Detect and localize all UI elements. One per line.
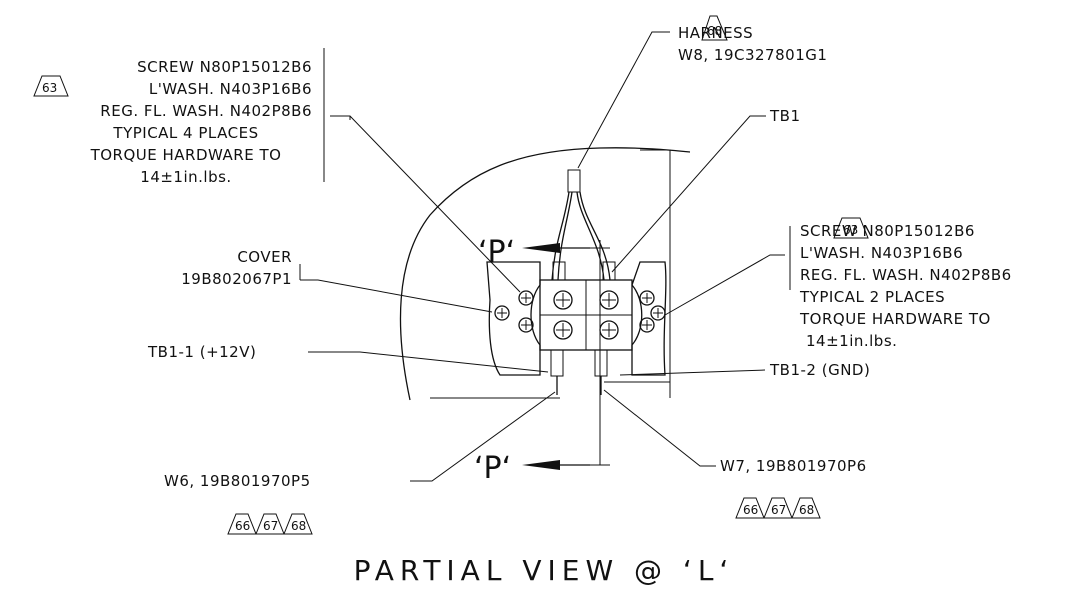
w6-label: W6, 19B801970P5 — [164, 472, 311, 490]
outline-geometry — [399, 147, 691, 401]
w7-rev-1: 66 — [743, 503, 758, 517]
w7-label: W7, 19B801970P6 — [720, 457, 867, 475]
leader-lines — [299, 31, 791, 482]
screw-note-left: 63 SCREW N80P15012B6 L'WASH. N403P16B6 R… — [42, 58, 312, 186]
screw-note-left-line-4: TYPICAL 4 PLACES — [112, 124, 258, 142]
screw-note-right-line-6: 14±1in.lbs. — [806, 332, 897, 350]
harness-label: HARNESS — [678, 24, 753, 42]
section-mark-top: ‘P‘ — [478, 235, 515, 270]
screw-note-right-line-3: REG. FL. WASH. N402P8B6 — [800, 266, 1012, 284]
harness-rev-number: 68 — [707, 24, 722, 38]
view-title: PARTIAL VIEW @ ‘L‘ — [354, 554, 735, 587]
tb1-label: TB1 — [769, 107, 801, 125]
harness-wires — [550, 169, 616, 395]
w6-rev-2: 67 — [263, 519, 278, 533]
screw-note-right-line-4: TYPICAL 2 PLACES — [799, 288, 945, 306]
tb1-1-label: TB1-1 (+12V) — [147, 343, 256, 361]
screw-note-left-line-2: L'WASH. N403P16B6 — [149, 80, 312, 98]
screw-note-right-line-5: TORQUE HARDWARE TO — [799, 310, 991, 328]
w7-rev-2: 67 — [771, 503, 786, 517]
w6-rev-1: 66 — [235, 519, 250, 533]
cover-label: COVER — [237, 248, 292, 266]
section-line — [522, 240, 610, 470]
cover-part-number: 19B802067P1 — [181, 270, 292, 288]
screw-note-right-line-2: L'WASH. N403P16B6 — [800, 244, 963, 262]
screw-note-left-line-5: TORQUE HARDWARE TO — [90, 146, 282, 164]
w6-rev-3: 68 — [291, 519, 306, 533]
mounting-screw-icon — [494, 290, 666, 333]
harness-part-number: W8, 19C327801G1 — [678, 46, 827, 64]
screw-note-right: SCREW N80P15012B6 63 L'WASH. N403P16B6 R… — [799, 222, 1012, 350]
screw-note-right-line-1: SCREW N80P15012B6 — [800, 222, 975, 240]
screw-note-right-rev: 63 — [843, 223, 858, 237]
terminal-block-assembly — [486, 169, 667, 470]
screw-note-left-line-1: SCREW N80P15012B6 — [137, 58, 312, 76]
screw-note-left-line-6: 14±1in.lbs. — [140, 168, 231, 186]
rev-triangles — [33, 15, 869, 535]
screw-note-left-line-3: REG. FL. WASH. N402P8B6 — [100, 102, 312, 120]
screw-note-left-rev: 63 — [42, 81, 57, 95]
tb1-2-label: TB1-2 (GND) — [769, 361, 870, 379]
w7-rev-3: 68 — [799, 503, 814, 517]
section-mark-bottom: ‘P‘ — [474, 451, 511, 486]
